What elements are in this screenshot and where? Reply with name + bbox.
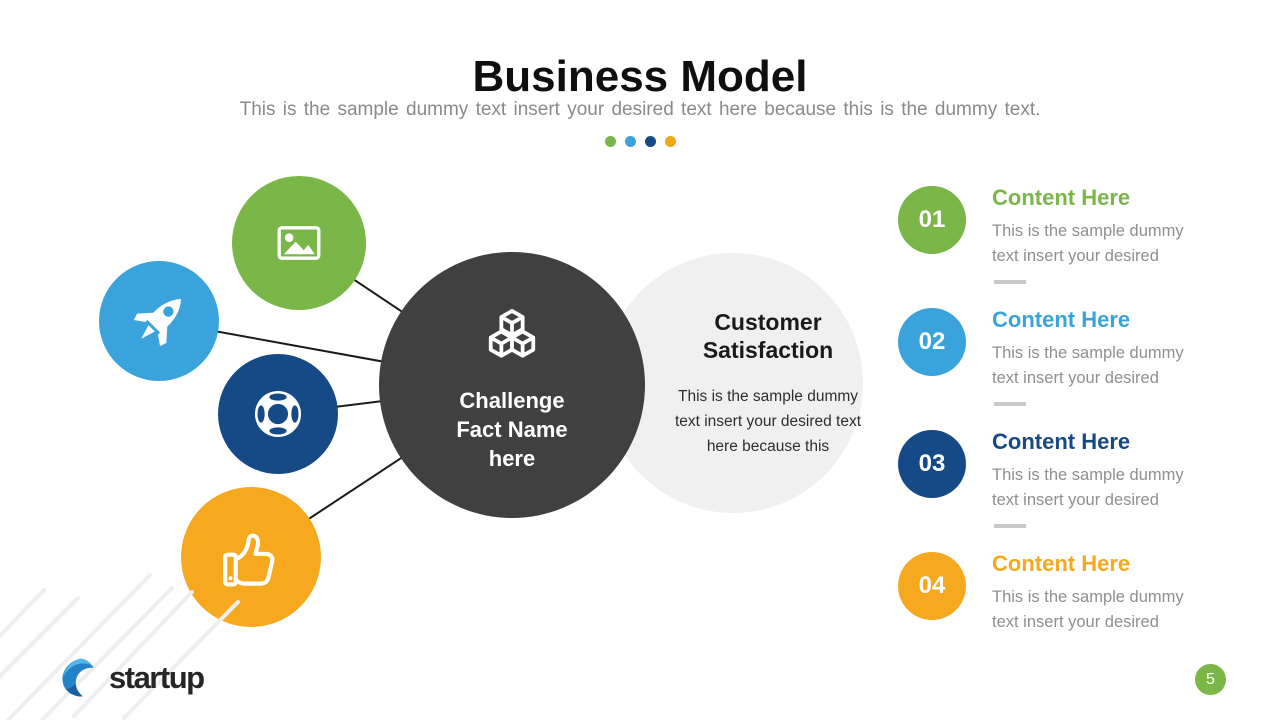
- content-item-03: 03 Content Here This is the sample dummy…: [898, 430, 1228, 510]
- center-node: Challenge Fact Name here: [379, 252, 645, 518]
- divider: [994, 524, 1026, 528]
- content-item-02: 02 Content Here This is the sample dummy…: [898, 308, 1228, 388]
- content-number-badge: 01: [898, 186, 966, 254]
- lifebuoy-icon: [254, 390, 302, 438]
- page-title: Business Model: [472, 52, 808, 101]
- accent-dot-blue: [624, 136, 636, 147]
- content-number-badge: 04: [898, 552, 966, 620]
- page-subtitle: This is the sample dummy text insert you…: [239, 99, 1041, 120]
- logo-droplet-icon: [62, 658, 94, 697]
- rocket-icon: [133, 299, 181, 347]
- accent-dots: [0, 136, 1280, 147]
- content-number-badge: 03: [898, 430, 966, 498]
- logo: startup: [58, 656, 205, 700]
- content-heading: Content Here: [992, 551, 1131, 576]
- satellite-node-lifebuoy: [218, 354, 338, 474]
- detail-body: This is the sample dummy text insert you…: [674, 387, 862, 455]
- content-body: This is the sample dummy text insert you…: [992, 466, 1184, 509]
- content-body: This is the sample dummy text insert you…: [992, 588, 1184, 631]
- accent-dot-yellow: [664, 136, 676, 147]
- divider: [994, 402, 1026, 406]
- content-heading: Content Here: [992, 307, 1131, 332]
- detail-circle: Customer Satisfaction This is the sample…: [603, 253, 863, 513]
- satellite-node-thumbs-up: [181, 487, 321, 627]
- detail-heading: Customer Satisfaction: [702, 308, 834, 363]
- cubes-icon: [488, 308, 536, 358]
- content-heading: Content Here: [992, 185, 1131, 210]
- satellite-node-image: [232, 176, 366, 310]
- center-node-label: Challenge Fact Name here: [456, 387, 568, 471]
- content-number-badge: 02: [898, 308, 966, 376]
- page-number-badge: 5: [1195, 664, 1226, 695]
- satellite-node-rocket: [99, 261, 219, 381]
- accent-dot-navy: [644, 136, 656, 147]
- content-item-01: 01 Content Here This is the sample dummy…: [898, 186, 1228, 266]
- content-item-04: 04 Content Here This is the sample dummy…: [898, 552, 1228, 632]
- logo-text: startup: [109, 660, 205, 695]
- thumbs-up-icon: [223, 533, 275, 587]
- divider: [994, 280, 1026, 284]
- content-heading: Content Here: [992, 429, 1131, 454]
- content-body: This is the sample dummy text insert you…: [992, 222, 1184, 265]
- accent-dot-green: [604, 136, 616, 147]
- image-icon: [277, 226, 321, 260]
- content-body: This is the sample dummy text insert you…: [992, 344, 1184, 387]
